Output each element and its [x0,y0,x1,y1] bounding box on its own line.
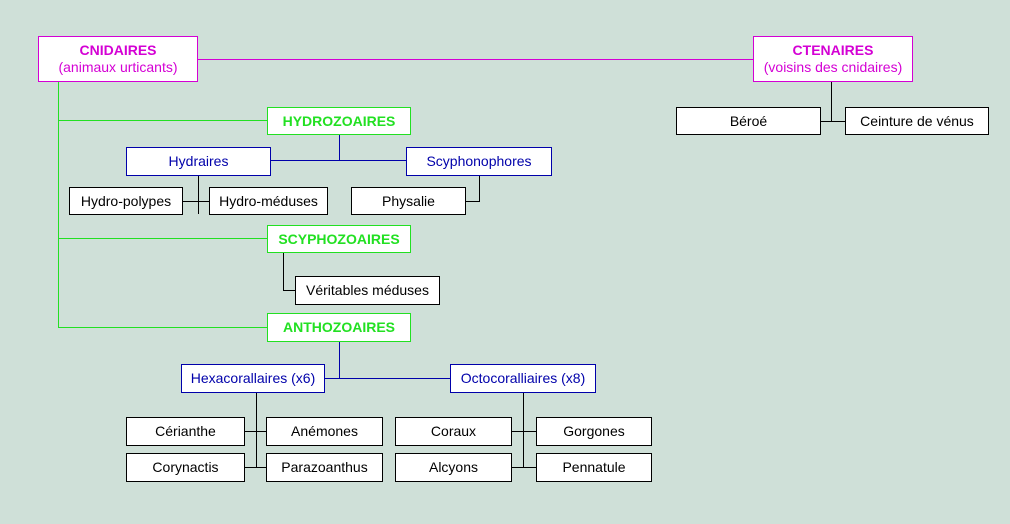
hydrozoaires-node: HYDROZOAIRES [267,107,411,135]
leaf-label: Corynactis [152,459,219,475]
leaf-alcyons: Alcyons [395,453,512,482]
leaf-corynactis: Corynactis [126,453,245,482]
hexacorallaires-node: Hexacorallaires (x6) [181,364,325,393]
leaf-label: Béroé [729,112,768,129]
scyphozoaires-node: SCYPHOZOAIRES [267,225,411,253]
leaf-gorgones: Gorgones [536,417,652,446]
cnidaires-title: CNIDAIRES [79,42,157,58]
ctenaires-subtitle: (voisins des cnidaires) [763,59,903,75]
leaf-label: Alcyons [428,459,479,475]
leaf-ceinture-de-venus: Ceinture de vénus [845,107,989,135]
leaf-label: Ceinture de vénus [860,112,974,129]
scyphozoaires-title: SCYPHOZOAIRES [278,230,400,247]
leaf-label: Coraux [430,423,477,439]
leaf-label: Gorgones [563,423,625,439]
hexacorallaires-label: Hexacorallaires (x6) [190,370,316,386]
leaf-anemones: Anémones [266,417,383,446]
leaf-parazoanthus: Parazoanthus [266,453,383,482]
octocoralliaires-label: Octocoralliaires (x8) [460,370,586,386]
leaf-physalie: Physalie [351,187,466,215]
leaf-beroe: Béroé [676,107,821,135]
scyphonophores-label: Scyphonophores [426,153,532,169]
hydrozoaires-title: HYDROZOAIRES [282,112,396,129]
octocoralliaires-node: Octocoralliaires (x8) [450,364,596,393]
leaf-label: Anémones [291,423,358,439]
leaf-pennatule: Pennatule [536,453,652,482]
leaf-coraux: Coraux [395,417,512,446]
cnidaires-node: CNIDAIRES (animaux urticants) [38,36,198,82]
leaf-label: Hydro-méduses [219,192,318,209]
hydraires-node: Hydraires [126,147,271,176]
leaf-label: Cérianthe [155,423,216,439]
ctenaires-title: CTENAIRES [792,42,874,58]
leaf-hydro-meduses: Hydro-méduses [209,187,328,215]
leaf-label: Pennatule [562,459,626,475]
leaf-label: Hydro-polypes [80,192,172,209]
leaf-hydro-polypes: Hydro-polypes [69,187,183,215]
leaf-label: Véritables méduses [306,282,429,298]
leaf-label: Parazoanthus [281,459,368,475]
anthozoaires-node: ANTHOZOAIRES [267,313,411,342]
scyphonophores-node: Scyphonophores [406,147,552,176]
leaf-cerianthe: Cérianthe [126,417,245,446]
leaf-label: Physalie [382,192,435,209]
hydraires-label: Hydraires [168,153,229,169]
leaf-veritables-meduses: Véritables méduses [295,276,440,305]
anthozoaires-title: ANTHOZOAIRES [283,319,395,335]
ctenaires-node: CTENAIRES (voisins des cnidaires) [753,36,913,82]
cnidaires-subtitle: (animaux urticants) [58,59,178,75]
